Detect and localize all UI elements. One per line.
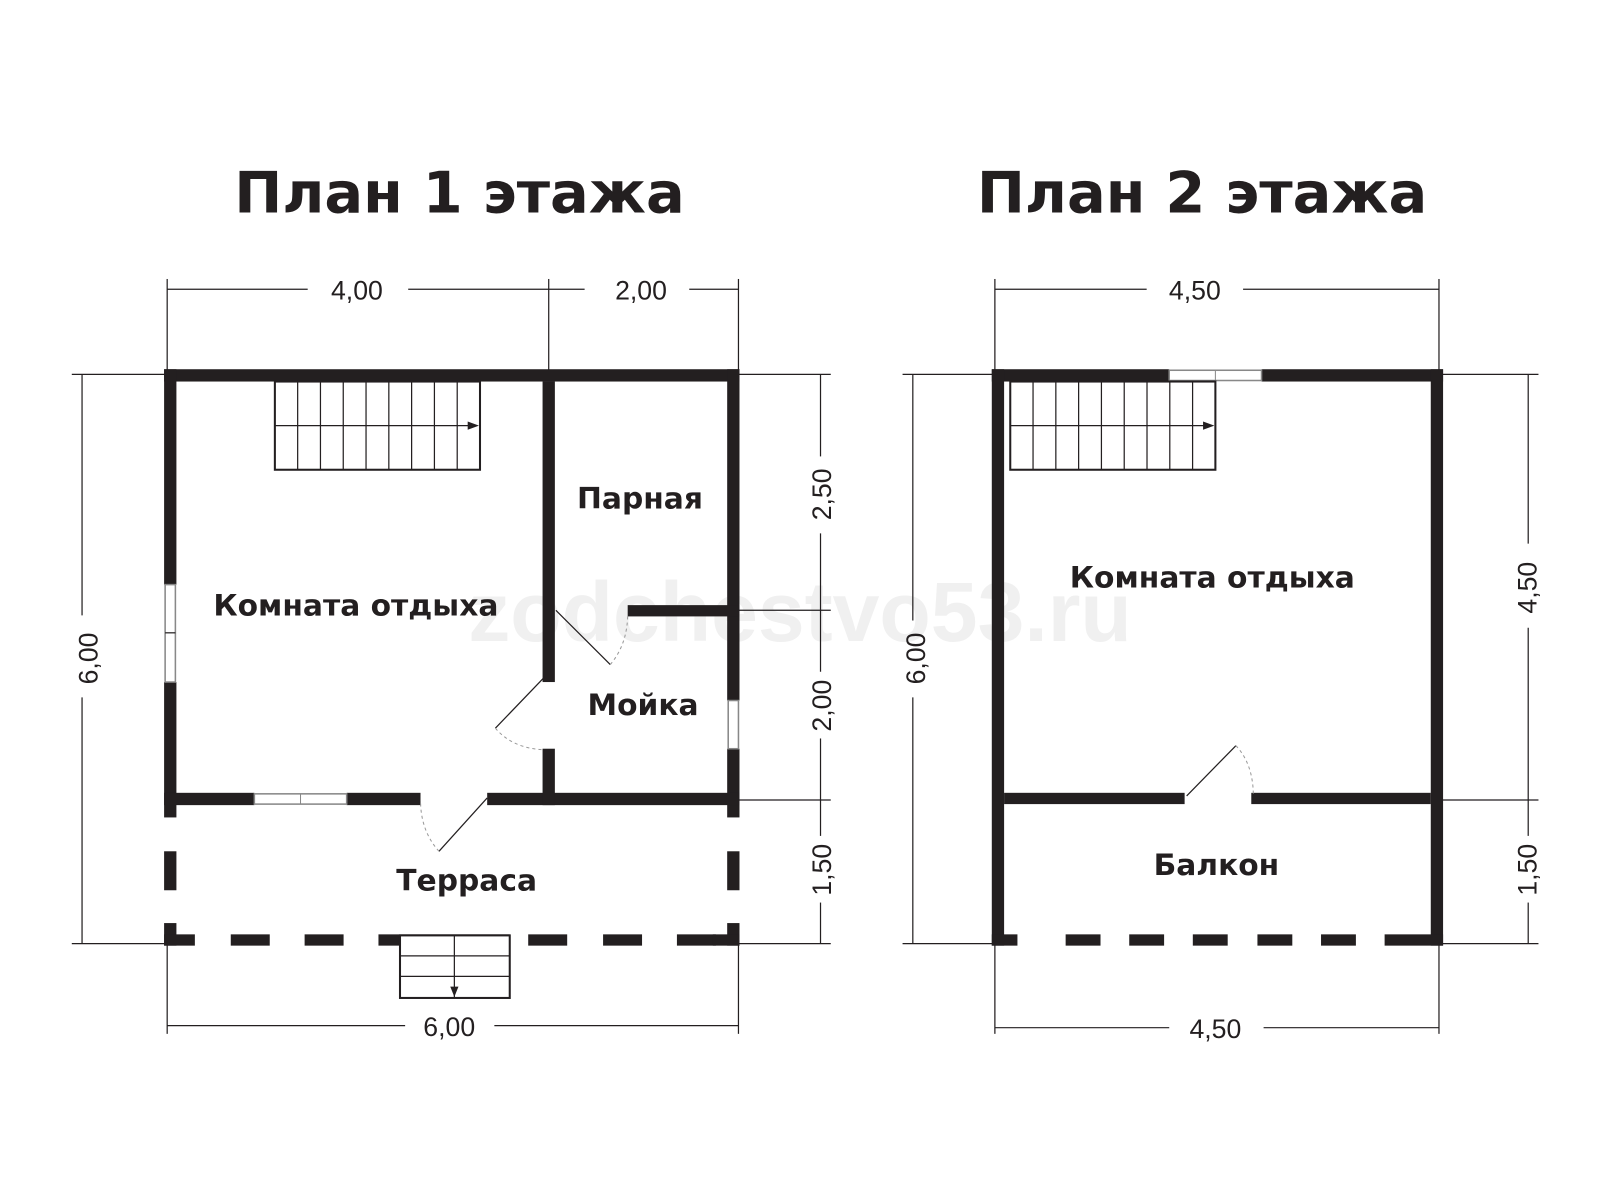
floor-1-dimensions: 4,00 2,00 6,00 2,50 2,00 1,50 6,00 (71, 275, 837, 1042)
dim-bottom: 4,50 (1189, 1014, 1241, 1044)
floor-1-staircase (273, 380, 482, 471)
room-label-balcony: Балкон (1154, 848, 1280, 883)
dim-left: 6,00 (73, 633, 103, 685)
dim-top-right: 2,00 (615, 275, 667, 305)
dim-bottom: 6,00 (423, 1012, 475, 1042)
dim-right-2: 1,50 (1512, 844, 1542, 896)
room-label-wash: Мойка (588, 688, 699, 723)
floor-1-windows (164, 583, 740, 805)
floor-2-staircase (1009, 380, 1217, 471)
floor-2-doors (1186, 745, 1254, 797)
dim-top: 4,50 (1169, 275, 1221, 305)
room-label-living: Комната отдыха (213, 588, 498, 623)
floor-1-doors (420, 609, 629, 852)
room-label-steam: Парная (577, 482, 703, 517)
floor-2-windows (1168, 369, 1263, 382)
floor-2-dimensions: 4,50 6,00 4,50 1,50 4,50 (901, 275, 1542, 1043)
room-label-terrace: Терраса (396, 863, 537, 898)
down-arrow-icon (450, 986, 459, 997)
floor-1-plan: План 1 этажа 4,00 2,00 6,00 2,50 2,00 1,… (71, 159, 837, 1042)
room-label-living: Комната отдыха (1070, 561, 1355, 596)
up-arrow-icon (1203, 421, 1215, 430)
floor-2-title: План 2 этажа (977, 159, 1427, 226)
dim-left: 6,00 (901, 633, 931, 685)
up-arrow-icon (467, 421, 479, 430)
dim-right-2: 2,00 (807, 680, 837, 732)
floor-2-plan: План 2 этажа 4,50 6,00 4,50 1,50 4,50 (901, 159, 1542, 1044)
dim-top-left: 4,00 (331, 275, 383, 305)
floor-1-title: План 1 этажа (234, 159, 684, 226)
dim-right-1: 4,50 (1512, 562, 1542, 614)
floor-2-walls (991, 369, 1444, 946)
terrace-steps (398, 934, 511, 999)
watermark: zodchestvo53.ru (468, 565, 1132, 659)
dim-right-3: 1,50 (807, 844, 837, 896)
dim-right-1: 2,50 (807, 468, 837, 520)
floor-1-walls (164, 369, 740, 946)
